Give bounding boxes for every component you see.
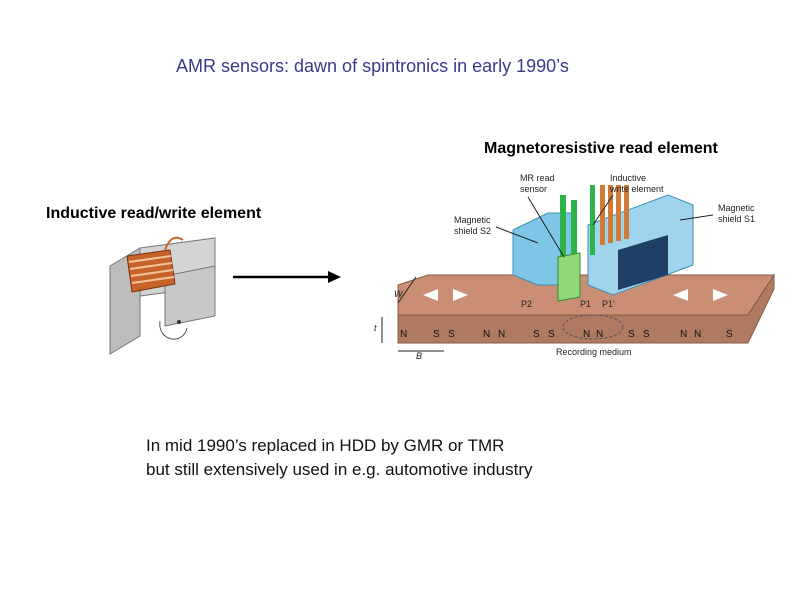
- svg-text:S: S: [726, 329, 733, 340]
- svg-text:S: S: [533, 329, 540, 340]
- svg-text:S: S: [433, 329, 440, 340]
- svg-text:S: S: [643, 329, 650, 340]
- svg-text:P2: P2: [521, 299, 532, 309]
- body-line-2: but still extensively used in e.g. autom…: [146, 460, 533, 479]
- svg-text:Recording medium: Recording medium: [556, 347, 632, 357]
- svg-text:N: N: [400, 329, 407, 340]
- svg-text:Magnetic: Magnetic: [718, 203, 755, 213]
- magnetic-poles: N S S N N S S N N S S N N S: [400, 329, 733, 340]
- svg-text:shield S1: shield S1: [718, 214, 755, 224]
- svg-text:S: S: [448, 329, 455, 340]
- inductive-element-label: Inductive read/write element: [46, 205, 262, 222]
- body-text: In mid 1990’s replaced in HDD by GMR or …: [146, 434, 532, 482]
- svg-text:t: t: [374, 323, 377, 333]
- arrow-right-icon: [233, 271, 341, 283]
- svg-text:MR read: MR read: [520, 173, 555, 183]
- svg-text:Inductive: Inductive: [610, 173, 646, 183]
- svg-text:N: N: [680, 329, 687, 340]
- svg-text:P1: P1: [580, 299, 591, 309]
- mr-head-illustration: N S S N N S S N N S S N N S MR read sens…: [374, 173, 775, 361]
- svg-text:Magnetic: Magnetic: [454, 215, 491, 225]
- svg-text:N: N: [583, 329, 590, 340]
- svg-text:N: N: [498, 329, 505, 340]
- mr-read-sensor: [560, 195, 566, 257]
- svg-text:N: N: [483, 329, 490, 340]
- svg-text:N: N: [596, 329, 603, 340]
- mr-read-element-label: Magnetoresistive read element: [484, 140, 718, 157]
- svg-text:S: S: [628, 329, 635, 340]
- svg-text:N: N: [694, 329, 701, 340]
- svg-text:S: S: [548, 329, 555, 340]
- svg-text:write element: write element: [609, 184, 664, 194]
- slide-title: AMR sensors: dawn of spintronics in earl…: [176, 56, 569, 76]
- inductive-write-element: [590, 185, 595, 255]
- body-line-1: In mid 1990’s replaced in HDD by GMR or …: [146, 436, 505, 455]
- svg-text:P1’: P1’: [602, 299, 615, 309]
- inductive-head-illustration: [109, 236, 216, 355]
- svg-text:W: W: [394, 289, 404, 299]
- svg-text:sensor: sensor: [520, 184, 547, 194]
- svg-text:shield S2: shield S2: [454, 226, 491, 236]
- svg-text:B: B: [416, 351, 422, 361]
